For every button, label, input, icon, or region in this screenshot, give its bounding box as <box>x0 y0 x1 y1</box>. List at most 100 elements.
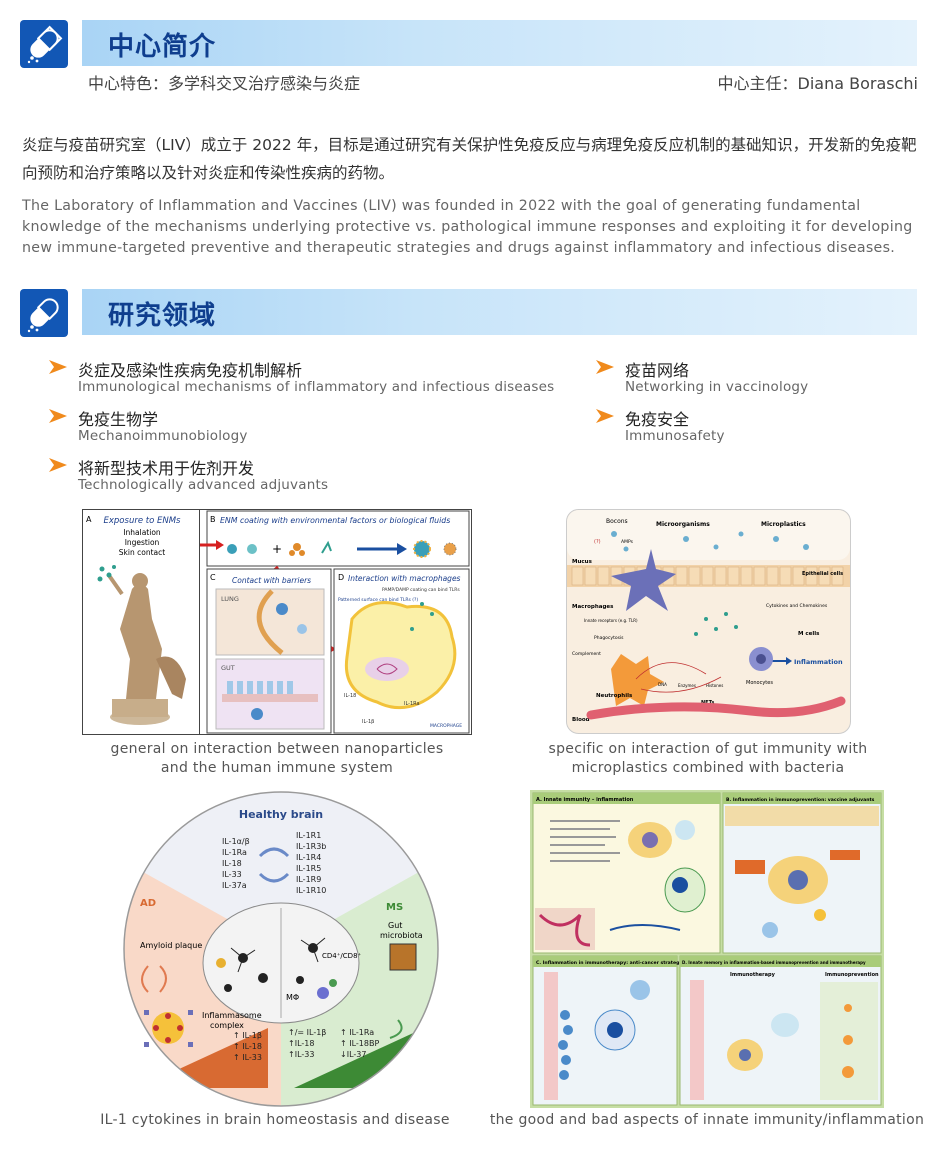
fig1-patterned-label: Patterned surface can bind TLRs (?) <box>338 597 418 603</box>
fig1-il1ra: IL-1Ra <box>404 701 420 707</box>
fig2-blood: Blood <box>572 717 590 723</box>
fig1-macrophage-title: Interaction with macrophages <box>348 574 461 583</box>
section-banner-research: 研究领域 <box>20 289 917 337</box>
fig2-macrophages: Macrophages <box>572 604 614 610</box>
capsule-icon <box>20 289 68 337</box>
figure-gut-immunity: Bocons Microorganisms Microplastics (?) … <box>566 509 851 738</box>
banner-bar <box>82 289 917 335</box>
fig2-mucus: Mucus <box>572 559 593 565</box>
fig4-immunoprevention: Immunoprevention <box>825 972 879 978</box>
fig3-ad-item: ↑ IL-33 <box>233 1053 262 1062</box>
section-banner-intro: 中心简介 <box>20 20 917 68</box>
orange-arrow-icon <box>49 360 67 374</box>
fig4-panel-c: C. Inflammation in immunotherapy: anti-c… <box>536 960 687 966</box>
fig4-panel-a: A. Innate immunity – inflammation <box>536 797 634 803</box>
fig1-lung-label: LUNG <box>221 595 239 603</box>
banner-bar <box>82 20 917 66</box>
caption-line: general on interaction between nanoparti… <box>110 741 444 757</box>
fig3-mphi: MΦ <box>286 993 299 1002</box>
brain-illustration <box>202 902 360 1024</box>
fig2-m-cells: M cells <box>798 631 820 637</box>
figure-innate-immunity: A. Innate immunity – inflammation B. Inf… <box>530 790 884 1112</box>
fig1-gut-label: GUT <box>221 664 235 672</box>
fig3-inflammasome: complex <box>210 1021 244 1030</box>
fig4-panel-d: D. Innate memory in inflammation-based i… <box>682 960 866 965</box>
fig2-bocons: Bocons <box>606 518 628 525</box>
orange-arrow-icon <box>49 409 67 423</box>
research-area-cn: 免疫生物学 <box>78 410 159 429</box>
fig3-ms-item: ↑IL-18 <box>288 1039 314 1048</box>
fig2-amps: AMPs <box>621 539 634 545</box>
fig1-exposure-title: Exposure to ENMs <box>104 516 182 526</box>
fig1-panel-d: D <box>338 573 344 582</box>
fig4-immunotherapy: Immunotherapy <box>730 972 776 978</box>
fig3-ad: AD <box>140 898 156 909</box>
orange-arrow-icon <box>49 458 67 472</box>
fig1-macrophage-label: MACROPHAGE <box>430 723 462 729</box>
caption-line: the good and bad aspects of innate immun… <box>489 1112 925 1128</box>
fig1-il1b: IL-1β <box>362 719 374 725</box>
fig2-epithelial: Epithelial cells <box>802 571 843 577</box>
fig2-neutrophils: Neutrophils <box>596 693 633 699</box>
fig3-left-item: IL-1Ra <box>222 848 247 857</box>
fig2-enzymes: Enzymes <box>678 683 696 688</box>
orange-arrow-icon <box>596 360 614 374</box>
research-area-en: Technologically advanced adjuvants <box>78 477 329 493</box>
fig3-healthy-brain: Healthy brain <box>239 808 323 821</box>
fig4-panel-b: B. Inflammation in immunoprevention: vac… <box>726 797 875 803</box>
fig3-ms-item: ↑ IL-18BP <box>340 1039 379 1048</box>
fig1-route: Inhalation <box>123 528 161 537</box>
section-title: 研究领域 <box>108 301 217 331</box>
fig2-monocytes: Monocytes <box>746 680 773 686</box>
research-area-en: Mechanoimmunobiology <box>78 428 248 444</box>
fig3-gut: microbiota <box>380 931 423 940</box>
fig3-ad-item: ↑ IL-1β <box>233 1031 262 1040</box>
fig3-left-item: IL-37a <box>222 881 247 890</box>
fig2-q: (?) <box>594 539 601 545</box>
research-area-en: Networking in vaccinology <box>625 379 809 395</box>
research-area-cn: 疫苗网络 <box>625 361 690 380</box>
caption-line: IL-1 cytokines in brain homeostasis and … <box>100 1112 450 1128</box>
caption-line: and the human immune system <box>160 760 394 776</box>
center-feature: 中心特色：多学科交叉治疗感染与炎症 <box>88 74 361 93</box>
fig1-il18: IL-18 <box>344 693 356 699</box>
fig3-left-item: IL-1α/β <box>222 837 250 846</box>
fig2-phagocytosis: Phagocytosis <box>594 635 624 641</box>
figure-caption: the good and bad aspects of innate immun… <box>482 1111 932 1130</box>
fig1-panel-c: C <box>210 573 216 582</box>
fig3-amyloid: Amyloid plaque <box>140 941 202 950</box>
research-area-cn: 免疫安全 <box>625 410 690 429</box>
fig1-route: Ingestion <box>125 538 160 547</box>
fig1-panel-a: A <box>86 515 92 524</box>
intro-paragraph-cn: 炎症与疫苗研究室（LIV）成立于 2022 年，目标是通过研究有关保护性免疫反应… <box>22 136 917 182</box>
fig1-panel-b: B <box>210 515 216 524</box>
caption-line: microplastics combined with bacteria <box>571 760 845 776</box>
fig1-coating-title: ENM coating with environmental factors o… <box>220 516 450 525</box>
figure-caption: specific on interaction of gut immunity … <box>540 740 876 778</box>
figure-nanoparticles: A Exposure to ENMs Inhalation Ingestion … <box>82 509 472 739</box>
svg-text:+: + <box>272 542 282 556</box>
statue-illustration <box>106 572 186 725</box>
orange-arrow-icon <box>596 409 614 423</box>
capsule-icon <box>20 20 68 68</box>
fig3-gut: Gut <box>388 921 402 930</box>
figure-caption: IL-1 cytokines in brain homeostasis and … <box>82 1111 468 1130</box>
fig3-right-item: IL-1R9 <box>296 875 321 884</box>
fig3-right-item: IL-1R3b <box>296 842 326 851</box>
fig2-microorganisms: Microorganisms <box>656 521 710 528</box>
fig2-dna: DNA <box>658 682 667 687</box>
fig1-barriers-title: Contact with barriers <box>232 576 311 585</box>
center-director: 中心主任：Diana Boraschi <box>717 74 918 93</box>
fig2-cytokines: Cytokines and Chemokines <box>766 603 828 609</box>
cycle-arrows-icon <box>258 847 290 883</box>
fig3-ms-item: ↑ IL-1Ra <box>340 1028 374 1037</box>
intro-paragraph-en: The Laboratory of Inflammation and Vacci… <box>22 198 913 256</box>
fig3-ad-item: ↑ IL-18 <box>233 1042 262 1051</box>
fig3-left-item: IL-33 <box>222 870 242 879</box>
fig3-ms-item: ↓IL-37 <box>340 1050 366 1059</box>
microbiota-image <box>389 943 417 971</box>
inflammasome-icon <box>144 1010 193 1047</box>
fig3-inflammasome: Inflammasome <box>202 1011 262 1020</box>
fig1-route: Skin contact <box>119 548 165 557</box>
nanoparticle-icons: + <box>227 540 457 558</box>
